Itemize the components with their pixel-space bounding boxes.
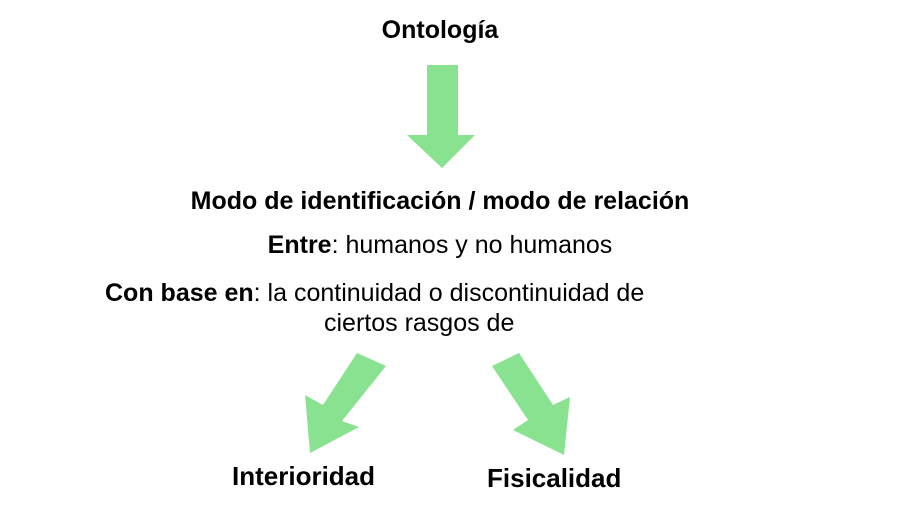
title: Ontología [381, 16, 499, 44]
between-line: Entre: humanos y no humanos [0, 233, 880, 258]
branch-interioridad: Interioridad [232, 461, 376, 491]
between-text: : humanos y no humanos [331, 231, 613, 259]
basis-label: Con base en [105, 279, 254, 307]
down-arrow [407, 65, 475, 168]
branch-fisicalidad: Fisicalidad [487, 463, 622, 493]
basis-line-1: Con base en: la continuidad o discontinu… [105, 281, 644, 306]
basis-text-line-1: : la continuidad o discontinuidad de [253, 279, 645, 307]
between-label: Entre [267, 231, 332, 259]
left-diagonal-arrow [305, 353, 386, 453]
basis-text-line-2: ciertos rasgos de [324, 309, 515, 337]
right-diagonal-arrow [492, 353, 570, 455]
heading: Modo de identificación / modo de relació… [190, 187, 690, 215]
